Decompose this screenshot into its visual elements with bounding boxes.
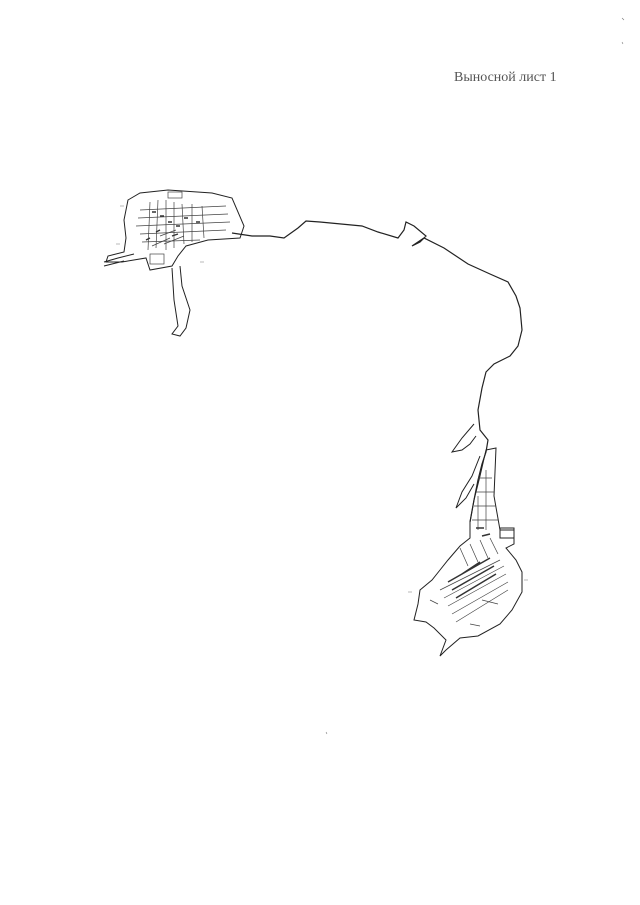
map-tick-marks [116,17,625,735]
settlement-west-road [103,253,135,267]
lobe-upper [450,423,477,453]
side-lobes [450,423,481,509]
settlement-southeast-streets [429,470,509,627]
settlement-hatching [145,211,200,241]
settlement-southeast-hatching [447,527,497,599]
settlement-southeast-outline [413,447,523,657]
sheet-title: Выносной лист 1 [454,70,557,85]
settlement-southeast [413,447,523,657]
building-marker [499,527,515,539]
lobe-middle [455,455,481,509]
boundary-line [231,220,523,523]
settlement-street-grid [135,191,231,265]
settlement-south-spur [171,265,191,337]
settlement-northwest-outline [105,189,245,271]
settlement-northwest [103,189,245,337]
